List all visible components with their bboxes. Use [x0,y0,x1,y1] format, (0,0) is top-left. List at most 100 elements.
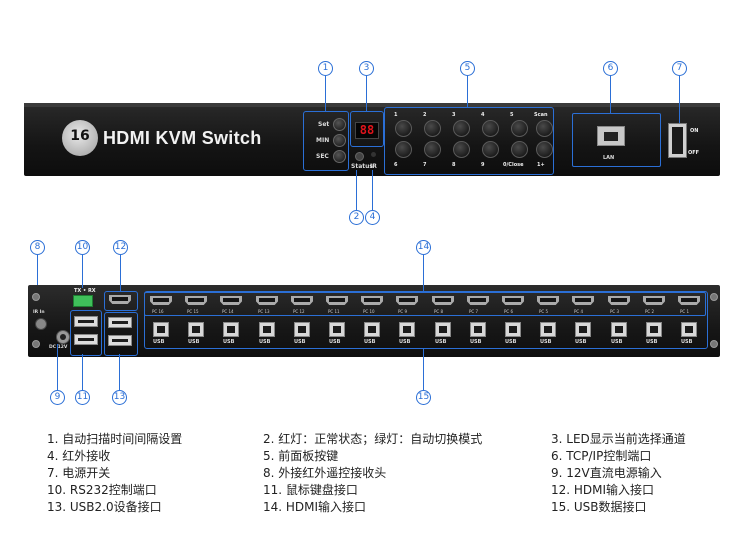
legend-item: 7. 电源开关 [47,466,111,480]
screw-right [710,293,718,301]
usb-b-port[interactable] [646,322,662,337]
usb-b-port[interactable] [153,322,169,337]
logo-badge [62,120,98,156]
usb-b-port[interactable] [505,322,521,337]
callout-14: 14 [416,240,431,255]
hdmi-output-group [104,291,138,311]
legend-item: 6. TCP/IP控制端口 [551,449,652,463]
channel-9-button[interactable] [482,141,499,158]
usb-b-port[interactable] [259,322,275,337]
usb-b-port[interactable] [399,322,415,337]
legend-item: 4. 红外接收 [47,449,111,463]
usb-b-port[interactable] [540,322,556,337]
pc-port-label: PC 10 [363,309,375,314]
usb-port-label: USB [223,339,235,345]
led-display: 88 [355,122,379,139]
pc-port-label: PC 8 [434,309,444,314]
pc-port-label: PC 13 [258,309,270,314]
keyboard-mouse-usb-group [70,310,102,356]
led-group [350,111,384,147]
sec-button[interactable] [333,150,346,163]
usb-b-port[interactable] [470,322,486,337]
ir-in-label: IR In [33,310,45,315]
hdmi-input-port[interactable] [608,296,630,305]
ir-in-jack[interactable] [35,318,47,330]
hdmi-input-port[interactable] [361,296,383,305]
usb-b-port[interactable] [223,322,239,337]
ir-receiver-dot [371,152,376,157]
channel-4-button[interactable] [482,120,499,137]
hdmi-input-port[interactable] [396,296,418,305]
channel-8-button[interactable] [453,141,470,158]
usb-b-port[interactable] [575,322,591,337]
hdmi-input-port[interactable] [678,296,700,305]
set-button[interactable] [333,118,346,131]
hdmi-input-port[interactable] [150,296,172,305]
btn-label-close: 0/Close [503,162,524,168]
usb-mouse-port[interactable] [74,334,98,345]
legend-item: 13. USB2.0设备接口 [47,500,162,514]
channel-6-button[interactable] [395,141,412,158]
usb-b-port[interactable] [611,322,627,337]
usb-port-label: USB [435,339,447,345]
callout-3: 3 [359,61,374,76]
scan-button[interactable] [536,120,553,137]
hdmi-input-port[interactable] [572,296,594,305]
usb-b-port[interactable] [329,322,345,337]
channel-2-button[interactable] [424,120,441,137]
screw-right-bottom [710,340,718,348]
dc-power-jack[interactable] [56,330,70,344]
btn-label-scan: Scan [534,112,548,118]
hdmi-input-port[interactable] [326,296,348,305]
leader-12 [120,255,121,291]
close-button[interactable] [511,141,528,158]
screw-left [32,293,40,301]
leader-14 [423,255,424,291]
timer-button-group [303,111,349,171]
btn-label-5: 5 [510,112,514,118]
channel-3-button[interactable] [453,120,470,137]
callout-11: 11 [75,390,90,405]
brand-title: HDMI KVM Switch [103,128,262,148]
channel-1-button[interactable] [395,120,412,137]
min-button[interactable] [333,134,346,147]
usb-keyboard-port[interactable] [74,316,98,327]
status-label: Status [351,163,373,170]
usb-b-port[interactable] [681,322,697,337]
callout-12: 12 [113,240,128,255]
channel-button-group [384,107,554,175]
hdmi-input-port[interactable] [185,296,207,305]
usb-b-port[interactable] [188,322,204,337]
pc-port-label: PC 2 [645,309,655,314]
usb-b-port[interactable] [364,322,380,337]
power-on-label: ON [690,128,699,134]
hdmi-input-port[interactable] [502,296,524,305]
hdmi-input-port[interactable] [256,296,278,305]
hdmi-input-port[interactable] [643,296,665,305]
hdmi-input-port[interactable] [467,296,489,305]
pc-port-label: PC 12 [293,309,305,314]
usb2-port-2[interactable] [108,335,132,346]
channel-7-button[interactable] [424,141,441,158]
lan-port[interactable] [597,126,625,146]
usb-b-port[interactable] [294,322,310,337]
usb2-port-1[interactable] [108,317,132,328]
status-indicator [355,152,364,161]
power-switch[interactable] [668,123,687,158]
pc-port-label: PC 4 [574,309,584,314]
usb-port-label: USB [505,339,517,345]
usb-b-port[interactable] [435,322,451,337]
leader-3 [366,76,367,111]
callout-15: 15 [416,390,431,405]
callout-8: 8 [30,240,45,255]
hdmi-input-port[interactable] [537,296,559,305]
hdmi-input-port[interactable] [432,296,454,305]
hdmi-output-port[interactable] [109,295,131,304]
channel-5-button[interactable] [511,120,528,137]
hdmi-input-port[interactable] [291,296,313,305]
channel-plus-button[interactable] [536,141,553,158]
hdmi-input-port[interactable] [220,296,242,305]
rs232-terminal[interactable] [73,295,93,307]
leader-10 [82,255,83,288]
legend-item: 2. 红灯：正常状态；绿灯：自动切换模式 [263,432,483,446]
